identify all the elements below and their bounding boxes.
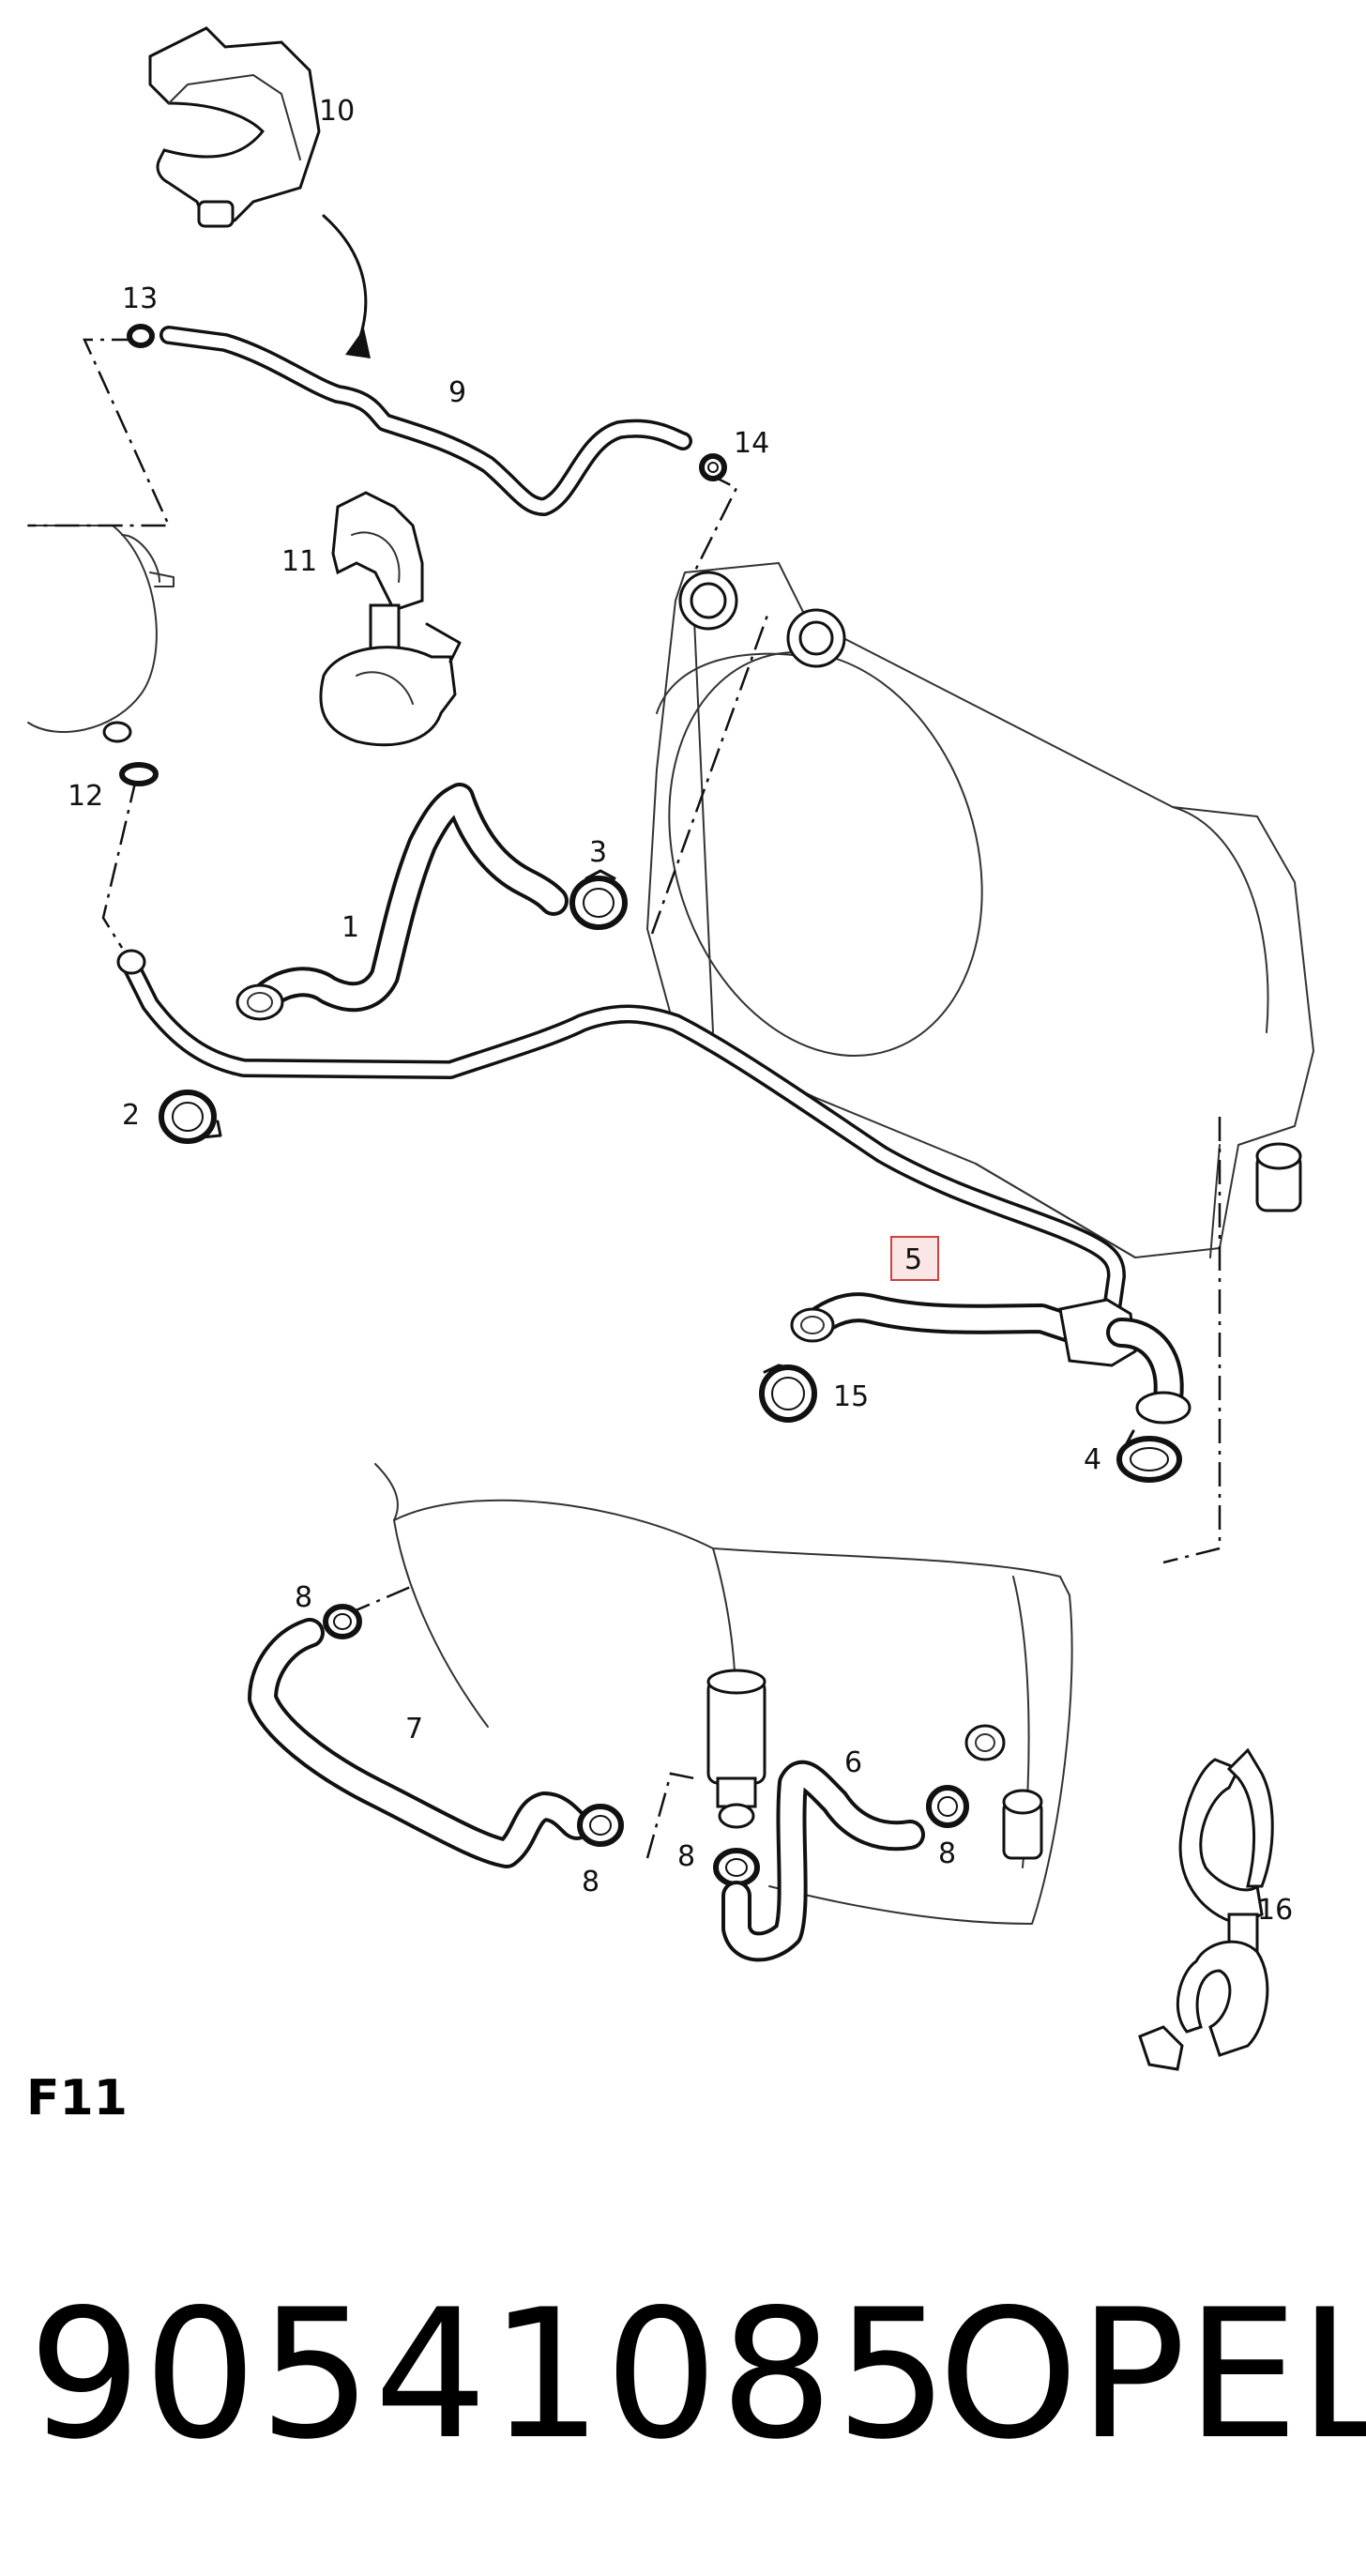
clamp-8-right (926, 1785, 969, 1828)
hose-1 (235, 783, 569, 1021)
callout-8-top: 8 (295, 1581, 312, 1614)
callout-15: 15 (833, 1380, 869, 1413)
callout-13: 13 (122, 282, 158, 315)
brand-name: OPEL (938, 2271, 1366, 2478)
leader-8-to-pump (645, 1772, 695, 1859)
leader-14-to-inlet (692, 472, 738, 573)
callout-2: 2 (122, 1099, 140, 1132)
fitting-lower (1002, 1789, 1043, 1860)
radiator-inlet-right (786, 608, 846, 668)
mount-arrow (322, 214, 371, 358)
long-pipe (116, 949, 1126, 1318)
clip-11 (319, 491, 462, 747)
clip-16 (1138, 1747, 1274, 2071)
hose-7 (248, 1618, 592, 1868)
callout-10: 10 (319, 95, 355, 128)
clamp-8-left (577, 1804, 624, 1847)
radiator-inlet-left (678, 571, 738, 631)
leader-3-to-radiator (650, 609, 771, 935)
t-piece (1058, 1298, 1191, 1425)
clamp-8-top (323, 1604, 362, 1639)
water-pump (706, 1669, 766, 1829)
leader-8-to-housing (346, 1584, 414, 1616)
callout-14: 14 (734, 427, 769, 460)
clamp-4 (1116, 1429, 1182, 1483)
callout-8-left: 8 (582, 1866, 600, 1898)
clamp-3 (569, 869, 628, 930)
callout-11: 11 (281, 545, 317, 578)
callout-5: 5 (904, 1243, 922, 1276)
clamp-13 (127, 324, 155, 348)
clamp-14 (699, 453, 727, 481)
callout-1: 1 (342, 911, 359, 944)
callout-8-right: 8 (938, 1837, 956, 1870)
clamp-8-pump (713, 1848, 760, 1887)
callout-9: 9 (448, 376, 466, 409)
radiator-outline (646, 562, 1314, 1258)
clip-10 (148, 26, 321, 228)
clamp-12 (119, 762, 159, 786)
expansion-tank (27, 525, 175, 743)
callout-4: 4 (1084, 1443, 1101, 1476)
callout-7: 7 (405, 1713, 423, 1745)
callout-8-pump: 8 (677, 1840, 695, 1873)
callout-12: 12 (68, 780, 103, 813)
figure-code: F11 (26, 2070, 128, 2126)
leader-13-to-tank (28, 338, 171, 527)
radiator-outlet-stub (1255, 1142, 1302, 1212)
callout-6: 6 (844, 1746, 862, 1779)
callout-3: 3 (589, 836, 607, 869)
callout-5-highlight (890, 1236, 939, 1281)
hose-5 (790, 1292, 1085, 1343)
clamp-15 (759, 1364, 817, 1423)
leader-4-to-outlet (1162, 1117, 1222, 1564)
clamp-2 (159, 1090, 222, 1144)
fitting-upper (964, 1724, 1006, 1761)
hose-6 (721, 1760, 925, 1962)
callouts: 10 13 9 14 11 12 3 1 2 5 15 4 8 7 6 8 8 … (68, 95, 1293, 1927)
part-number: 90541085 (28, 2271, 951, 2478)
pipe-9 (159, 326, 692, 516)
leader-12-to-pipe (101, 778, 138, 949)
callout-16: 16 (1257, 1894, 1293, 1927)
